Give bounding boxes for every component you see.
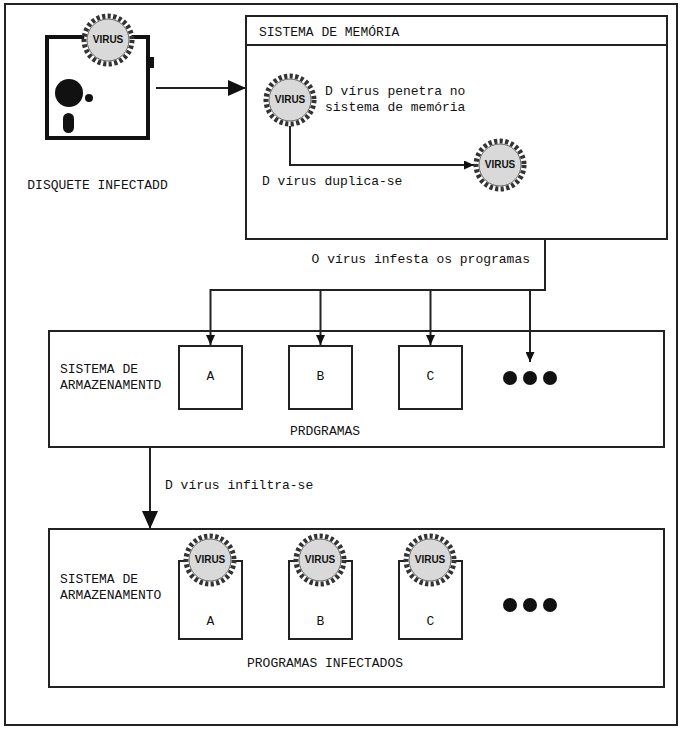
virus-label: VIRUS: [264, 74, 316, 126]
ellipsis-dot: [523, 371, 537, 385]
node-label: SISTEMA DE MEMÓRIA: [259, 25, 559, 41]
virus-badge: VIRUS: [474, 139, 526, 191]
ellipsis-dot: [523, 598, 537, 612]
note-label: D vírus duplica-se: [262, 174, 462, 190]
memory-system-box: SISTEMA DE MEMÓRIA VIRUS VIRUS: [245, 15, 668, 240]
ellipsis-dot: [543, 598, 557, 612]
floppy-disk: DISQUETE INFECTADDVIRUS: [45, 35, 150, 140]
virus-label: VIRUS: [294, 534, 346, 586]
header-rule: [245, 44, 668, 46]
connector-arrow: [156, 87, 245, 89]
connector-arrow: [149, 448, 151, 528]
disk-index-hole: [85, 94, 93, 102]
ellipsis-dot: [503, 598, 517, 612]
disk-head-slot: [63, 113, 74, 133]
connector-arrow: [290, 126, 474, 165]
node-label: SISTEMA DE ARMAZENAMENTD: [60, 362, 175, 394]
node-label: SISTEMA DE ARMAZENAMENTO: [60, 572, 175, 604]
note-label: D vírus penetra no sistema de memória: [325, 84, 490, 116]
node-caption: PROGRAMAS INFECTADOS: [205, 656, 445, 672]
outer-frame: [5, 4, 677, 725]
node-label: A: [180, 614, 241, 630]
virus-badge: VIRUS: [264, 74, 316, 126]
virus-badge: VIRUS: [184, 534, 236, 586]
node-label: C: [400, 369, 461, 385]
node-label: C: [400, 614, 461, 630]
edge-label: O vírus infesta os programas: [300, 252, 530, 268]
virus-label: VIRUS: [82, 14, 134, 66]
virus-badge: VIRUS: [294, 534, 346, 586]
storage-system-box: SISTEMA DE ARMAZENAMENTD PRDGRAMAS A B C: [48, 330, 665, 448]
node-label: B: [290, 369, 351, 385]
disk-hub: [55, 79, 83, 107]
ellipsis-dot: [543, 371, 557, 385]
virus-badge: VIRUS: [404, 534, 456, 586]
program-box: C: [398, 345, 463, 410]
disk-notch: [147, 57, 154, 68]
ellipsis-arrow: [529, 290, 531, 362]
node-label: B: [290, 614, 351, 630]
program-box: A: [178, 345, 243, 410]
virus-label: VIRUS: [474, 139, 526, 191]
storage-system-box: SISTEMA DE ARMAZENAMENTO PROGRAMAS INFECT…: [48, 528, 665, 688]
node-label: A: [180, 369, 241, 385]
virus-badge: VIRUS: [82, 14, 134, 66]
edge-label: D vírus infiltra-se: [165, 478, 345, 494]
ellipsis-dot: [503, 371, 517, 385]
node-label: DISQUETE INFECTADD: [17, 178, 178, 194]
virus-label: VIRUS: [184, 534, 236, 586]
virus-label: VIRUS: [404, 534, 456, 586]
program-box: B: [288, 345, 353, 410]
node-caption: PRDGRAMAS: [230, 424, 420, 440]
